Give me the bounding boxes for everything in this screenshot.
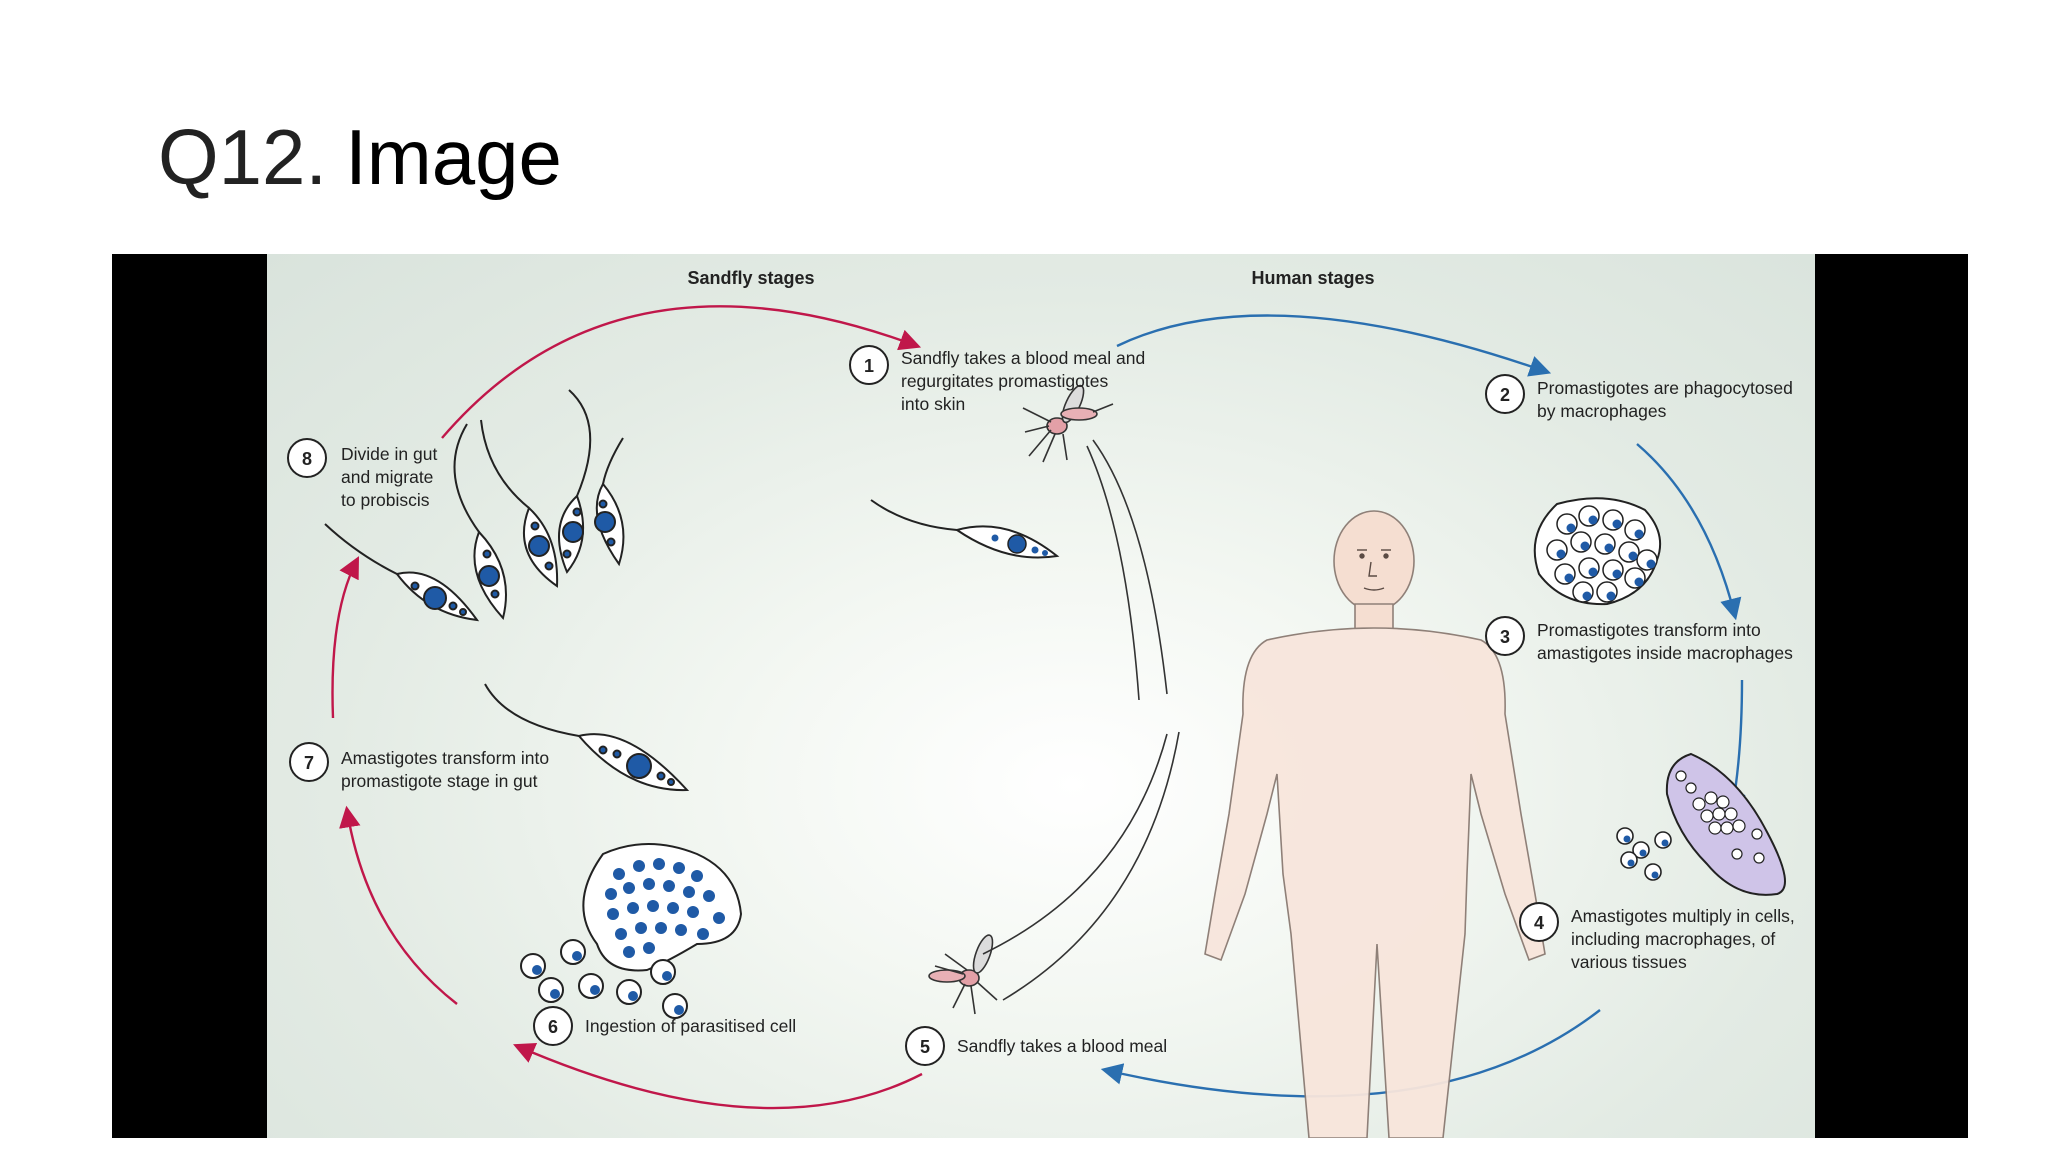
step-8-text-line-3: to probiscis	[341, 490, 430, 510]
human-figure	[1204, 510, 1546, 1138]
sandfly-cycle-arrows	[331, 305, 923, 1110]
step-6-text-line-1: Ingestion of parasitised cell	[585, 1016, 796, 1036]
step-2-text-line-2: by macrophages	[1537, 401, 1667, 421]
human-face	[1357, 549, 1391, 591]
step-1-text-line-1: Sandfly takes a blood meal and	[901, 348, 1145, 368]
promastigote-gut	[484, 683, 690, 792]
step-7-text-line-1: Amastigotes transform into	[341, 748, 549, 768]
sandfly-icon-top	[1022, 384, 1168, 701]
parasitised-cell	[520, 843, 743, 1019]
step-1-text-line-2: regurgitates promastigotes	[901, 371, 1108, 391]
step-3: 3 Promastigotes transform into amastigot…	[1485, 616, 1793, 663]
promastigote-injected	[870, 499, 1060, 559]
step-2: 2 Promastigotes are phagocytosed by macr…	[1485, 374, 1793, 421]
step-7-number: 7	[304, 753, 314, 773]
step-1: 1 Sandfly takes a blood meal and regurgi…	[849, 345, 1145, 414]
step-4-text-line-2: including macrophages, of	[1571, 929, 1775, 949]
step-5-number: 5	[920, 1037, 930, 1057]
step-7-text-line-2: promastigote stage in gut	[341, 771, 538, 791]
slide-title-prefix: Q12.	[158, 113, 328, 201]
tissue-cell	[1616, 752, 1786, 896]
human-cycle-arrows	[1100, 314, 1746, 1098]
step-5: 5 Sandfly takes a blood meal	[905, 1026, 1167, 1066]
step-3-text-line-1: Promastigotes transform into	[1537, 620, 1761, 640]
image-frame: Sandfly stages Human stages	[112, 254, 1968, 1138]
step-4-text-line-1: Amastigotes multiply in cells,	[1571, 906, 1795, 926]
promastigotes-dividing	[324, 389, 625, 622]
step-8-number: 8	[302, 449, 312, 469]
step-1-text-line-3: into skin	[901, 394, 965, 414]
human-stages-header: Human stages	[1251, 268, 1374, 288]
step-4-text-line-3: various tissues	[1571, 952, 1687, 972]
step-3-number: 3	[1500, 627, 1510, 647]
step-2-text-line-1: Promastigotes are phagocytosed	[1537, 378, 1793, 398]
step-1-number: 1	[864, 356, 874, 376]
step-3-text-line-2: amastigotes inside macrophages	[1537, 643, 1793, 663]
slide-title: Q12.Image	[158, 118, 562, 196]
lifecycle-diagram: Sandfly stages Human stages	[267, 254, 1815, 1138]
step-8-text-line-2: and migrate	[341, 467, 433, 487]
step-4: 4 Amastigotes multiply in cells, includi…	[1519, 902, 1795, 972]
slide-title-main: Image	[345, 113, 562, 201]
macrophage-cluster	[1533, 497, 1661, 606]
diagram-canvas: Sandfly stages Human stages	[287, 268, 1795, 1138]
step-8: 8 Divide in gut and migrate to probiscis	[287, 438, 437, 510]
sandfly-stages-header: Sandfly stages	[687, 268, 814, 288]
sandfly-icon-bottom	[928, 731, 1180, 1015]
step-6-number: 6	[548, 1017, 558, 1037]
step-7: 7 Amastigotes transform into promastigot…	[289, 742, 549, 791]
step-2-number: 2	[1500, 385, 1510, 405]
step-6: 6 Ingestion of parasitised cell	[533, 1006, 796, 1046]
step-4-number: 4	[1534, 913, 1544, 933]
step-5-text-line-1: Sandfly takes a blood meal	[957, 1036, 1167, 1056]
step-8-text-line-1: Divide in gut	[341, 444, 437, 464]
